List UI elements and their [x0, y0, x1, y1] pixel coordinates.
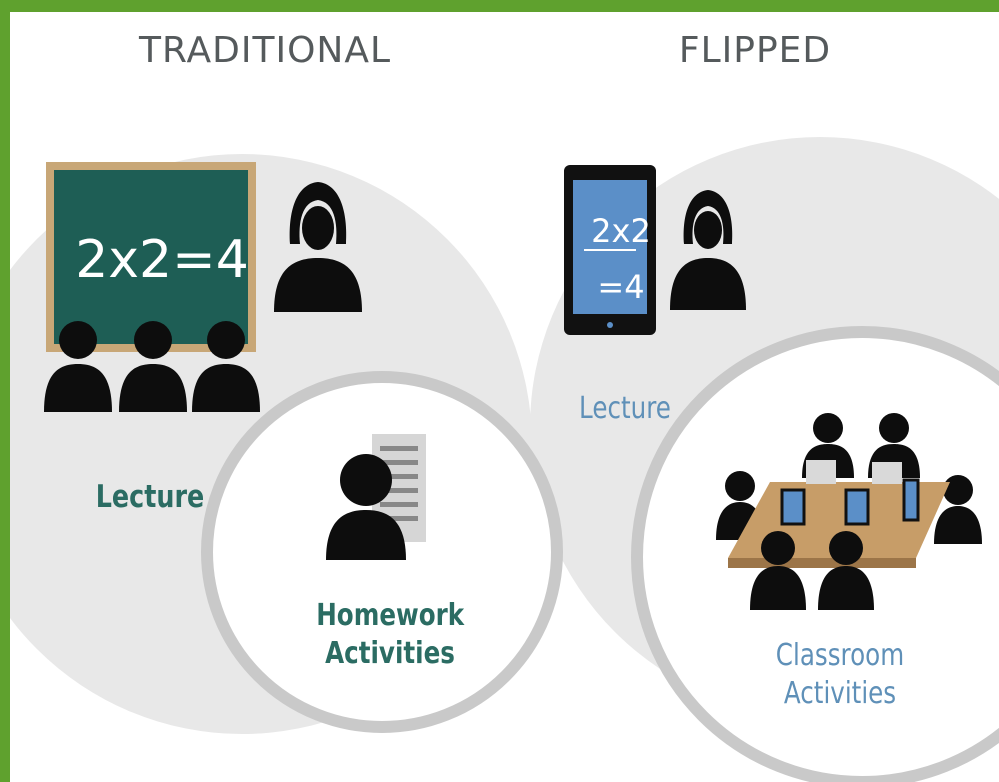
student-icon	[192, 321, 260, 412]
traditional-lecture-label: Lecture	[95, 479, 205, 515]
classroom-label-line1: Classroom	[775, 638, 905, 673]
teacher-icon	[670, 190, 746, 310]
student-homework-icon	[326, 454, 406, 560]
classroom-activities-label: Classroom Activities	[766, 637, 914, 712]
teacher-icon	[274, 182, 362, 312]
diagram-artwork	[10, 137, 999, 782]
classroom-label-line2: Activities	[783, 675, 897, 711]
tablet-equation-top: 2x2	[591, 212, 651, 250]
diagram-frame: TRADITIONAL FLIPPED 2x2=4 2x2 =4 Lecture…	[10, 12, 999, 782]
homework-label-line2: Activities	[325, 635, 455, 671]
student-icon	[934, 475, 982, 544]
student-icon	[750, 531, 806, 610]
traditional-heading: TRADITIONAL	[138, 30, 392, 71]
flipped-heading: FLIPPED	[678, 30, 832, 71]
student-icon	[818, 531, 874, 610]
flipped-lecture-label: Lecture	[579, 391, 671, 426]
student-icon	[119, 321, 187, 412]
student-icon	[44, 321, 112, 412]
homework-label-line1: Homework	[316, 598, 465, 633]
homework-activities-label: Homework Activities	[316, 597, 464, 672]
tablet-equation-bottom: =4	[597, 268, 645, 306]
chalkboard-equation: 2x2=4	[75, 230, 249, 290]
chalkboard-icon	[46, 162, 256, 352]
tablet-icon	[564, 165, 656, 335]
